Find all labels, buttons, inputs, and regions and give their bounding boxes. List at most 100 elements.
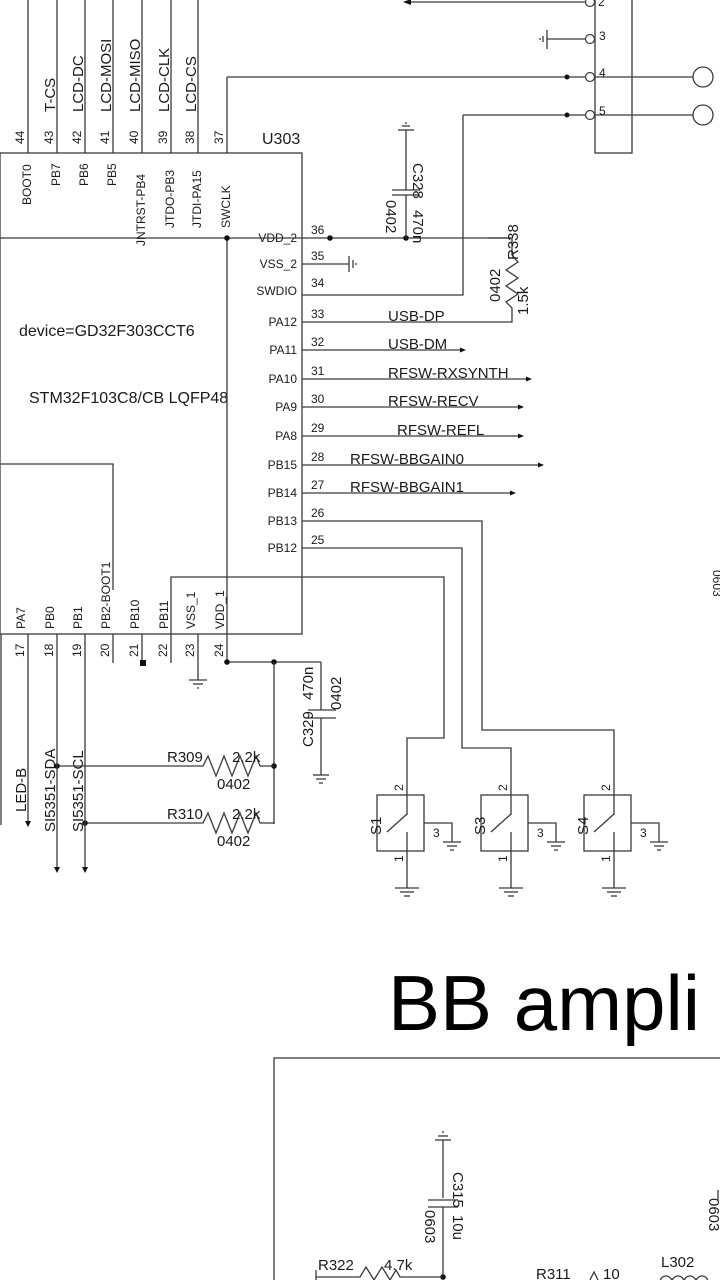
pin-number: 33 — [311, 307, 325, 321]
pin-name: JTDI-PA15 — [190, 170, 204, 228]
net-label: T-CS — [42, 78, 59, 112]
c315-package: 0603 — [421, 1210, 438, 1243]
pin-name: PA9 — [275, 400, 297, 414]
chip-package-label: STM32F103C8/CB LQFP48 — [29, 390, 228, 407]
net-label: RFSW-BBGAIN0 — [350, 451, 464, 468]
chip-refdes: U303 — [262, 131, 300, 148]
net-label: LCD-MOSI — [98, 39, 115, 112]
c328-ref: C328 — [409, 163, 426, 199]
pin-number: 29 — [311, 421, 325, 435]
right-pin-36: VDD_236 — [258, 223, 324, 245]
pin-number: 18 — [42, 643, 56, 657]
r338-value: 1.5k — [515, 286, 532, 315]
pin-number: 28 — [311, 450, 325, 464]
connector-pin-2-label: 2 — [598, 0, 605, 9]
chip-body — [0, 152, 303, 635]
arrow-icon — [526, 376, 532, 382]
chip-u303: U303 device=GD32F303CCT6 STM32F103C8/CB … — [0, 76, 303, 635]
pin-name: VSS_2 — [260, 257, 298, 271]
switch-pin-2: 2 — [392, 784, 406, 791]
switch-icon — [490, 813, 512, 833]
right-pin-28: PB15 28 RFSW-BBGAIN0 — [268, 450, 544, 472]
chip-device-label: device=GD32F303CCT6 — [19, 323, 195, 340]
arrow-icon — [510, 490, 516, 496]
test-point-icon — [692, 66, 714, 88]
pin-number: 34 — [311, 276, 325, 290]
bottom-pins: 17PA7LED-B18PB0SI5351-SDA19PB1SI5351-SCL… — [13, 561, 227, 832]
c329-capacitor: C329 470n 0402 — [224, 659, 345, 784]
net-label: RFSW-RECV — [388, 393, 479, 410]
pin-name: BOOT0 — [20, 164, 34, 205]
c328-capacitor: C328 470n 0402 — [302, 122, 512, 243]
c329-ref: C329 — [300, 711, 317, 747]
pin-number: 40 — [127, 130, 141, 144]
switch-pin-3: 3 — [433, 826, 440, 840]
pin-number: 38 — [183, 130, 197, 144]
net-label: LCD-DC — [70, 55, 87, 112]
pin-number: 39 — [156, 130, 170, 144]
l302-ref: L302 — [661, 1254, 694, 1271]
r322-ref: R322 — [318, 1257, 354, 1274]
right-edge-package-label: 0603 — [710, 570, 720, 597]
pin-name: PB15 — [268, 458, 298, 472]
pin-name: PB11 — [157, 600, 171, 629]
arrow-icon — [518, 433, 524, 439]
c315-ref: C315 — [449, 1172, 466, 1208]
pin-number: 35 — [311, 249, 325, 263]
connector-pin-5 — [584, 109, 596, 121]
pin-number: 22 — [156, 643, 170, 657]
pin-number: 24 — [212, 643, 226, 657]
c315-capacitor: C315 10u 0603 — [421, 1131, 466, 1280]
connector: 2 3 4 5 — [228, 0, 714, 154]
net-label: SI5351-SDA — [42, 749, 59, 832]
switch-icon — [593, 813, 615, 833]
pin-name: JTDO-PB3 — [163, 170, 177, 228]
pin-name: PB1 — [71, 606, 85, 629]
arrow-icon — [518, 404, 524, 410]
pin-name: VSS_1 — [184, 591, 198, 629]
bottom-pin-22: 22 PB11 — [156, 600, 172, 663]
connector-pin-4 — [584, 71, 596, 83]
switch-pin-3: 3 — [640, 826, 647, 840]
pin-number: 32 — [311, 335, 325, 349]
r309-ref: R309 — [167, 749, 203, 766]
connector-pin-2 — [584, 0, 596, 8]
pin-name: PB7 — [49, 163, 63, 186]
pin-name: JNTRST-PB4 — [134, 174, 148, 246]
switch-pin-2: 2 — [496, 784, 510, 791]
pin-name: PB10 — [128, 599, 142, 629]
pin-name: PB2-BOOT1 — [99, 561, 113, 629]
switch-pin-2: 2 — [599, 784, 613, 791]
r338-package: 0402 — [487, 269, 504, 302]
pin-number: 25 — [311, 533, 325, 547]
c329-value: 470n — [300, 667, 317, 700]
l302-inductor: L302 — [659, 1254, 709, 1280]
right-pin-35: VSS_2 35 — [260, 249, 325, 271]
net-label: RFSW-BBGAIN1 — [350, 479, 464, 496]
switch-pin-1: 1 — [496, 855, 510, 862]
pin-number: 43 — [42, 130, 56, 144]
r338-ref: R338 — [505, 224, 522, 260]
r338-resistor: R338 1.5k 0402 — [302, 115, 532, 323]
pin-name: SWCLK — [219, 185, 233, 228]
net-label: LCD-CLK — [156, 48, 173, 112]
pin-name: PA12 — [269, 315, 298, 329]
pin-number: 36 — [311, 223, 325, 237]
